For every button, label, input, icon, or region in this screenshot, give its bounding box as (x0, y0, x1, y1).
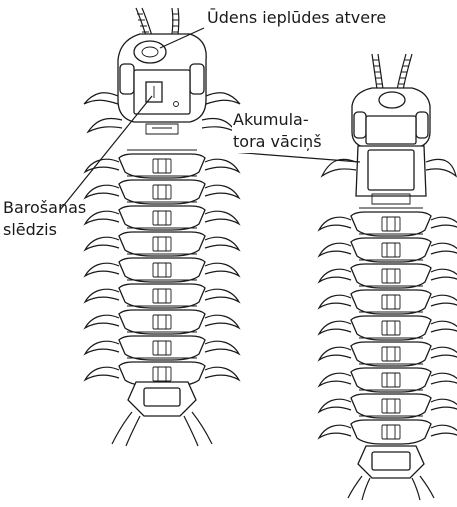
right-body-segment (319, 260, 457, 288)
right-leg-right (431, 399, 457, 412)
left-leg-right (205, 315, 239, 328)
left-body-segment (85, 150, 239, 178)
label-battery-cover: Akumula- tora vāciņš (232, 109, 323, 153)
right-leg-right (431, 295, 457, 308)
right-centipede (319, 54, 457, 500)
label-battery-cover-line1: Akumula- (233, 109, 322, 131)
right-leg-right (431, 243, 457, 256)
right-body-segment (319, 286, 457, 314)
right-leg-left (319, 373, 351, 386)
left-leg-left (85, 367, 119, 380)
left-leg-left (85, 185, 119, 198)
left-leg-right (205, 341, 239, 354)
right-body-segment (319, 234, 457, 262)
right-leg-left (319, 347, 351, 360)
left-leg-left (85, 341, 119, 354)
left-leg-left (85, 237, 119, 250)
right-leg-left (319, 269, 351, 282)
leader-cover (232, 152, 360, 162)
right-tail (348, 446, 434, 500)
left-leg-right (205, 185, 239, 198)
label-power-switch-line1: Barošanas (3, 197, 86, 219)
label-water-inlet: Ūdens ieplūdes atvere (206, 8, 387, 28)
left-leg-left (85, 159, 119, 172)
right-body-segment (319, 208, 457, 236)
right-leg-left (319, 425, 351, 438)
right-head (352, 88, 430, 148)
left-leg-left (85, 263, 119, 276)
right-body-segment (319, 416, 457, 444)
left-leg-right (205, 237, 239, 250)
right-body-segment (319, 390, 457, 418)
left-body-segments (84, 93, 240, 386)
left-body-segment (85, 280, 239, 308)
label-power-switch-line2: slēdzis (3, 219, 86, 241)
left-body-segment (85, 306, 239, 334)
right-body-segment (319, 364, 457, 392)
right-leg-right (431, 217, 457, 230)
left-body-segment (85, 202, 239, 230)
left-leg-right (205, 263, 239, 276)
left-leg-right (205, 211, 239, 224)
right-body-segment (319, 338, 457, 366)
right-leg-right (431, 269, 457, 282)
battery-cover (356, 146, 426, 204)
right-body-segments (319, 159, 457, 444)
water-inlet-opening (134, 41, 166, 63)
left-leg-right (205, 289, 239, 302)
right-leg-left (319, 295, 351, 308)
right-leg-right (431, 373, 457, 386)
left-body-segment (85, 228, 239, 256)
right-leg-left (319, 217, 351, 230)
left-body-segment (85, 176, 239, 204)
right-leg-left (319, 399, 351, 412)
left-tail (112, 382, 212, 446)
right-leg-left (319, 243, 351, 256)
left-centipede (84, 8, 240, 446)
left-head (118, 34, 206, 134)
left-leg-right (205, 367, 239, 380)
right-body-segment (319, 312, 457, 340)
left-body-segment (85, 332, 239, 360)
right-leg-right (431, 347, 457, 360)
left-leg-left (85, 289, 119, 302)
right-leg-right (431, 321, 457, 334)
left-body-segment (85, 254, 239, 282)
right-leg-left (319, 321, 351, 334)
label-battery-cover-line2: tora vāciņš (233, 131, 322, 153)
left-leg-left (85, 211, 119, 224)
right-leg-right (431, 425, 457, 438)
left-leg-right (205, 159, 239, 172)
left-leg-left (85, 315, 119, 328)
label-power-switch: Barošanas slēdzis (2, 197, 87, 241)
